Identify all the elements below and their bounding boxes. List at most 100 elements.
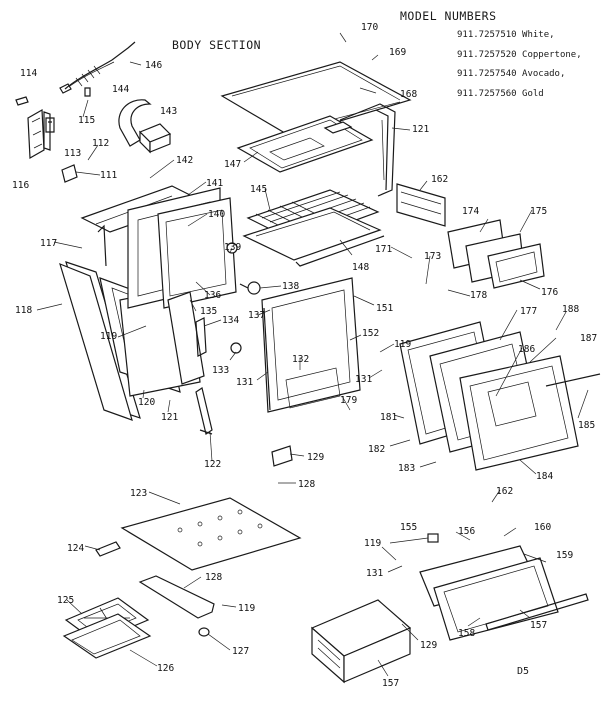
callout-label: 168 — [400, 89, 417, 100]
callout-label: 173 — [424, 251, 441, 262]
part-leveler-bracket — [95, 541, 121, 557]
callout-label: 125 — [57, 595, 74, 606]
callout-label: 137 — [248, 310, 265, 321]
callout-label: 128 — [205, 572, 222, 583]
part-small-bracket — [15, 96, 29, 106]
part-clip — [84, 87, 91, 97]
callout-label: 121 — [161, 412, 178, 423]
callout-label: 114 — [20, 68, 37, 79]
callout-label: 162 — [431, 174, 448, 185]
callout-label: 116 — [12, 180, 29, 191]
callout-label: 144 — [112, 84, 129, 95]
part-broil-rack — [242, 207, 385, 267]
callout-label: 119 — [394, 339, 411, 350]
model-numbers-list: 911.7257510 White, 911.7257520 Copperton… — [457, 26, 582, 104]
callout-label: 143 — [160, 106, 177, 117]
callout-label: 136 — [204, 290, 221, 301]
part-terminal — [45, 117, 55, 133]
callout-label: 119 — [238, 603, 255, 614]
part-burner-box — [236, 115, 374, 173]
callout-label: 129 — [307, 452, 324, 463]
callout-label: 113 — [64, 148, 81, 159]
callout-label: 169 — [389, 47, 406, 58]
callout-label: 119 — [100, 331, 117, 342]
callout-label: 131 — [236, 377, 253, 388]
callout-labels: 170 169 168 121 146 114 115 144 143 112 … — [12, 22, 597, 689]
callout-label: 152 — [362, 328, 379, 339]
callout-label: 155 — [400, 522, 417, 533]
callout-label: 122 — [204, 459, 221, 470]
part-side-panel — [396, 183, 446, 227]
callout-label: 186 — [518, 344, 535, 355]
callout-label: 174 — [462, 206, 479, 217]
model-number: 911.7257540 Avocado, — [457, 69, 566, 79]
part-drawings — [15, 41, 601, 684]
callout-label: 145 — [250, 184, 267, 195]
callout-label: 129 — [420, 640, 437, 651]
part-hinge — [195, 387, 213, 435]
callout-label: 170 — [361, 22, 378, 33]
part-window-glass — [447, 219, 545, 289]
callout-label: 159 — [556, 550, 573, 561]
callout-label: 120 — [138, 397, 155, 408]
callout-label: 151 — [376, 303, 393, 314]
part-bottom-plate — [120, 497, 302, 571]
callout-label: 147 — [224, 159, 241, 170]
callout-label: 187 — [580, 333, 597, 344]
callout-label: 115 — [78, 115, 95, 126]
callout-label: 171 — [375, 244, 392, 255]
callout-label: 111 — [100, 170, 117, 181]
part-storage-drawer — [310, 599, 412, 684]
callout-label: 142 — [176, 155, 193, 166]
callout-label: 146 — [145, 60, 162, 71]
callout-label: 134 — [222, 315, 239, 326]
leader-lines — [36, 32, 589, 677]
part-side-panel-right — [167, 291, 205, 385]
callout-label: 135 — [200, 306, 217, 317]
page-code: D5 — [517, 666, 530, 677]
callout-label: 133 — [212, 365, 229, 376]
callout-label: 118 — [15, 305, 32, 316]
part-vent-box — [138, 123, 172, 154]
callout-label: 140 — [208, 209, 225, 220]
callout-label: 138 — [282, 281, 299, 292]
part-side-panel-outer — [59, 261, 141, 421]
section-title: BODY SECTION — [172, 38, 262, 52]
part-foot — [198, 627, 210, 637]
callout-label: 162 — [496, 486, 513, 497]
callout-label: 139 — [224, 242, 241, 253]
part-oven-door — [399, 321, 601, 471]
callout-label: 121 — [412, 124, 429, 135]
callout-label: 131 — [355, 374, 372, 385]
part-trim-strip — [485, 593, 589, 631]
part-channel — [138, 575, 215, 619]
callout-label: 119 — [364, 538, 381, 549]
part-bracket — [195, 317, 207, 357]
callout-label: 132 — [292, 354, 309, 365]
part-wire-harness — [59, 41, 136, 94]
callout-label: 177 — [520, 306, 537, 317]
part-side-bracket — [27, 108, 51, 160]
callout-label: 123 — [130, 488, 147, 499]
part-knob — [230, 342, 242, 354]
part-door-frame — [261, 277, 361, 413]
part-duct — [118, 99, 152, 147]
callout-label: 183 — [398, 463, 415, 474]
model-number: 911.7257560 Gold — [457, 88, 544, 99]
callout-label: 126 — [157, 663, 174, 674]
callout-label: 175 — [530, 206, 547, 217]
part-bracket-plate — [271, 445, 293, 467]
callout-label: 112 — [92, 138, 109, 149]
callout-label: 124 — [67, 543, 84, 554]
model-numbers-heading: MODEL NUMBERS — [400, 9, 497, 23]
callout-label: 156 — [458, 526, 475, 537]
callout-label: 157 — [382, 678, 399, 689]
model-number: 911.7257520 Coppertone, — [457, 49, 582, 60]
callout-label: 158 — [458, 628, 475, 639]
part-oven-liner — [127, 187, 237, 309]
callout-label: 148 — [352, 262, 369, 273]
callout-label: 127 — [232, 646, 249, 657]
part-body-frame — [339, 103, 396, 197]
callout-label: 188 — [562, 304, 579, 315]
